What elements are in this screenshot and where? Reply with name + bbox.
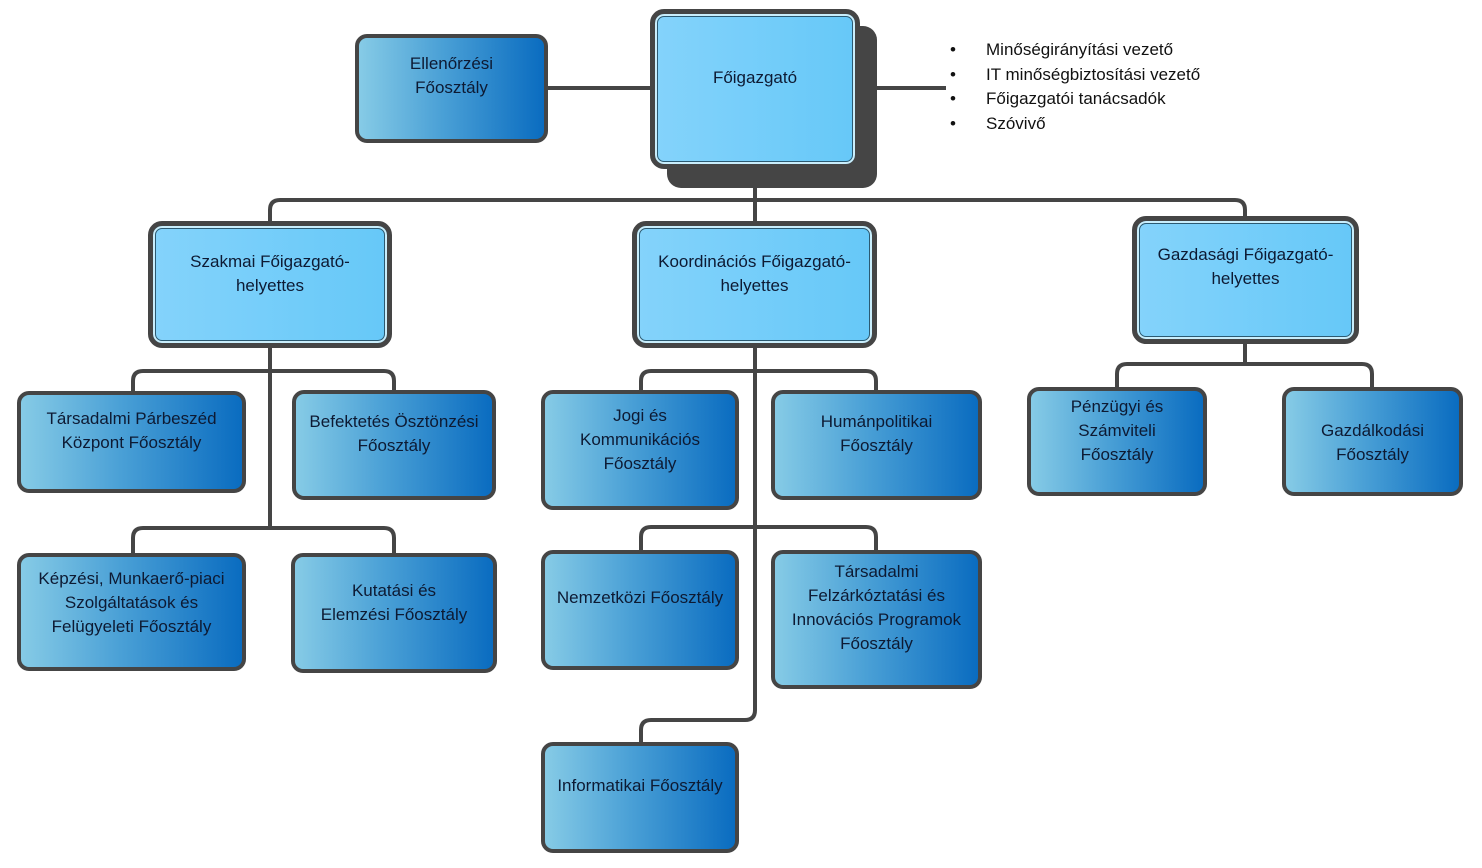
bullet-dot-icon: • (950, 64, 956, 84)
staff-list: •Minőségirányítási vezető •IT minőségbiz… (946, 38, 1200, 136)
deputy-label: Szakmai Főigazgató- helyettes (190, 252, 350, 295)
department-label: Kutatási és Elemzési Főosztály (320, 581, 468, 624)
department-box[interactable]: Pénzügyi és Számviteli Főosztály (1027, 387, 1207, 496)
department-label: Képzési, Munkaerő-piaci Szolgáltatások é… (38, 569, 225, 636)
deputy-box-gazdasagi[interactable]: Gazdasági Főigazgató- helyettes (1132, 216, 1359, 344)
staff-item: •Szóvivő (946, 112, 1200, 137)
bullet-dot-icon: • (950, 89, 956, 108)
deputy-box-szakmai[interactable]: Szakmai Főigazgató- helyettes (148, 221, 392, 348)
staff-item: •Minőségirányítási vezető (946, 38, 1200, 63)
connector-koordinacios (639, 346, 878, 744)
department-label: Nemzetközi Főosztály (556, 588, 724, 607)
audit-department-label: Ellenőrzési Főosztály (409, 54, 494, 97)
deputy-box-koordinacios[interactable]: Koordinációs Főigazgató- helyettes (632, 221, 877, 348)
department-label: Befektetés Ösztönzési Főosztály (309, 412, 479, 455)
connector-szakmai (131, 346, 396, 556)
department-label: Informatikai Főosztály (557, 776, 723, 795)
connector-director-deputies (268, 186, 1247, 224)
department-label: Társadalmi Felzárkóztatási és Innovációs… (791, 562, 962, 653)
audit-department-box[interactable]: Ellenőrzési Főosztály (355, 34, 548, 143)
department-label: Gazdálkodási Főosztály (1320, 421, 1424, 464)
director-label: Főigazgató (712, 68, 798, 87)
connector-gazdasagi (1115, 342, 1374, 389)
deputy-label: Koordinációs Főigazgató- helyettes (658, 252, 851, 295)
director-box[interactable]: Főigazgató (650, 9, 860, 169)
bullet-dot-icon: • (950, 113, 956, 133)
department-box[interactable]: Képzési, Munkaerő-piaci Szolgáltatások é… (17, 553, 246, 671)
staff-item: •Főigazgatói tanácsadók (946, 87, 1200, 112)
department-box[interactable]: Társadalmi Párbeszéd Központ Főosztály (17, 391, 246, 493)
department-box[interactable]: Befektetés Ösztönzési Főosztály (292, 390, 496, 500)
department-box[interactable]: Gazdálkodási Főosztály (1282, 387, 1463, 496)
department-box[interactable]: Kutatási és Elemzési Főosztály (291, 553, 497, 673)
department-box[interactable]: Humánpolitikai Főosztály (771, 390, 982, 500)
staff-item: •IT minőségbiztosítási vezető (946, 63, 1200, 88)
bullet-dot-icon: • (950, 40, 956, 59)
department-box[interactable]: Társadalmi Felzárkóztatási és Innovációs… (771, 550, 982, 689)
department-label: Társadalmi Párbeszéd Központ Főosztály (46, 409, 217, 452)
department-label: Jogi és Kommunikációs Főosztály (580, 406, 700, 473)
department-box[interactable]: Nemzetközi Főosztály (541, 550, 739, 670)
department-box[interactable]: Informatikai Főosztály (541, 742, 739, 853)
department-label: Humánpolitikai Főosztály (820, 412, 933, 455)
deputy-label: Gazdasági Főigazgató- helyettes (1157, 245, 1334, 288)
department-box[interactable]: Jogi és Kommunikációs Főosztály (541, 390, 739, 510)
department-label: Pénzügyi és Számviteli Főosztály (1070, 397, 1164, 464)
